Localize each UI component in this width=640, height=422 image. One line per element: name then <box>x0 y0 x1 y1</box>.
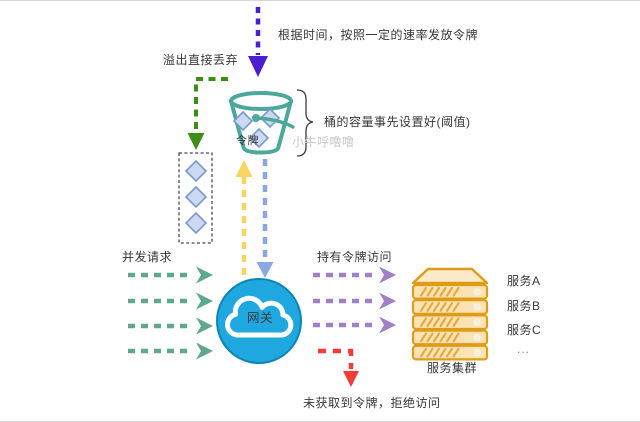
denied-label: 未获取到令牌，拒绝访问 <box>303 396 441 410</box>
issue-rate-note: 根据时间，按照一定的速率发放令牌 <box>278 28 479 42</box>
discarded-tokens-box <box>178 152 213 244</box>
concurrent-requests-label: 并发请求 <box>122 250 173 264</box>
bucket-icon <box>229 91 295 155</box>
capacity-note: 桶的容量事先设置好(阈值) <box>324 115 471 129</box>
request-token-arrow <box>235 160 253 275</box>
gateway-label: 网关 <box>246 311 273 325</box>
watermark: 小牛呼噜噜 <box>292 135 355 149</box>
concurrent-request-arrows <box>128 266 213 360</box>
token-issue-arrow <box>248 7 268 77</box>
server-stack-icon <box>411 267 489 361</box>
token-access-label: 持有令牌访问 <box>317 250 393 264</box>
service-c-label: 服务C <box>507 323 542 337</box>
service-cluster-label: 服务集群 <box>427 361 478 375</box>
capacity-brace <box>296 89 314 157</box>
services-more-label: ... <box>517 342 531 356</box>
gateway-icon <box>216 278 302 364</box>
service-b-label: 服务B <box>507 299 541 313</box>
token-access-arrows <box>313 266 396 334</box>
token-label: 令牌 <box>236 135 259 147</box>
overflow-arrow <box>187 77 228 150</box>
overflow-label: 溢出直接丢弃 <box>163 53 239 67</box>
service-a-label: 服务A <box>507 274 541 288</box>
denied-arrow <box>318 348 359 387</box>
grant-token-arrow <box>256 159 274 278</box>
